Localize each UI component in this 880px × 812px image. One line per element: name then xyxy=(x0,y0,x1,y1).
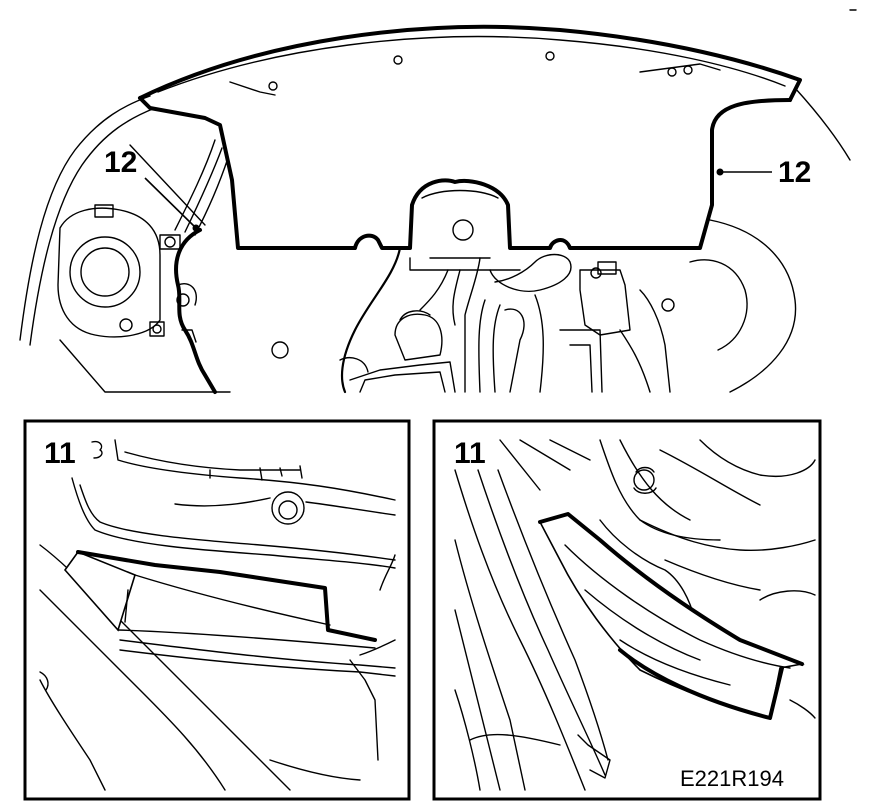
wiring-harness xyxy=(174,139,216,231)
svg-text:11: 11 xyxy=(44,437,76,470)
engine-components xyxy=(339,246,675,394)
detail-panel-left: 11 xyxy=(23,419,411,801)
svg-text:12: 12 xyxy=(778,156,811,189)
air-duct-11-left xyxy=(63,550,377,649)
cover-bolt-hole xyxy=(452,219,474,241)
headlamp-unit xyxy=(57,204,181,338)
mount-hole xyxy=(271,341,289,359)
callout-12-right: 12 xyxy=(716,156,811,189)
detail-left-frame xyxy=(23,419,411,801)
mounting-boss-right xyxy=(633,469,655,491)
cover-left-edge xyxy=(174,228,217,394)
callout-11-left: 11 xyxy=(44,437,103,470)
mounting-boss xyxy=(271,491,305,525)
svg-text:11: 11 xyxy=(454,437,486,470)
right-fender-arch xyxy=(709,219,797,393)
engine-cover-12 xyxy=(138,96,792,250)
callout-12-left: 12 xyxy=(104,146,200,232)
bonnet-panel xyxy=(138,24,802,102)
svg-text:12: 12 xyxy=(104,146,137,179)
callout-11-right: 11 xyxy=(454,437,486,470)
figure-code: E221R194 xyxy=(680,766,784,791)
detail-panel-right: 11 E221R194 xyxy=(432,419,822,801)
top-view: 12 12 xyxy=(19,9,857,394)
fender-outline xyxy=(19,95,151,341)
air-duct-11-right xyxy=(538,512,805,720)
